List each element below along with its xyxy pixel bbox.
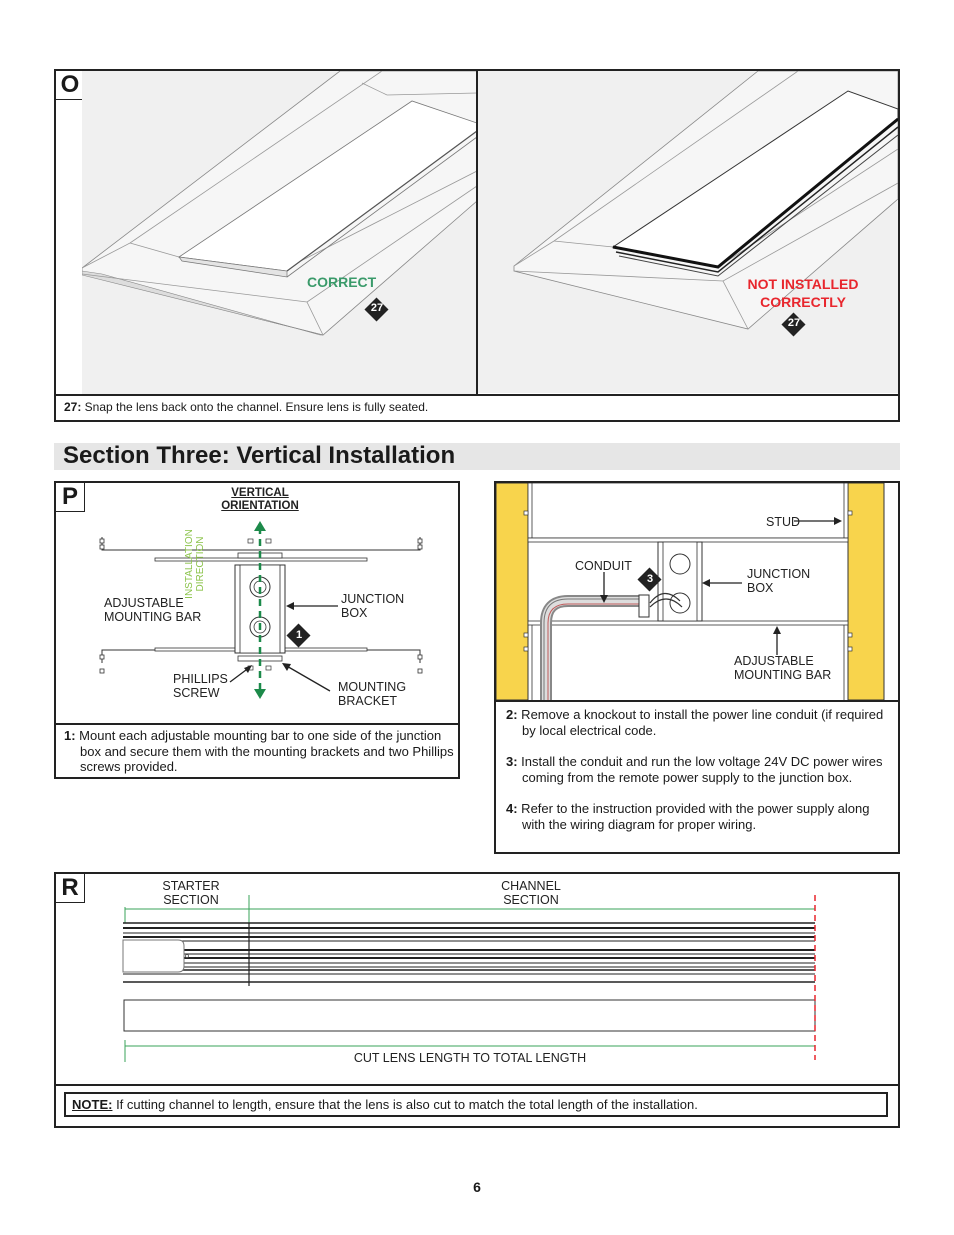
conduit-label: CONDUIT [575, 559, 632, 573]
step-text: Mount each adjustable mounting bar to on… [75, 728, 454, 774]
channel-section-line2: SECTION [503, 893, 559, 907]
step-marker-diamond-icon: 1 [286, 623, 311, 648]
phillips-screw-line2: SCREW [173, 686, 220, 700]
panel-o-incorrect-illustration [478, 71, 898, 393]
panel-r: R [54, 872, 900, 1128]
adjustable-mounting-bar-line1: ADJUSTABLE [104, 596, 184, 610]
q-junction-box-line2: BOX [747, 581, 774, 595]
panel-p-diagram [99, 521, 423, 699]
section-title-bar [54, 443, 900, 470]
cut-lens-label: CUT LENS LENGTH TO TOTAL LENGTH [353, 1051, 587, 1065]
panel-q-steps: 2: Remove a knockout to install the powe… [506, 707, 888, 832]
note-box: NOTE: If cutting channel to length, ensu… [64, 1092, 888, 1117]
step-marker-label: 27 [370, 302, 384, 314]
step-marker-diamond-icon: 3 [637, 567, 662, 592]
not-installed-label: NOT INSTALLED CORRECTLY [736, 275, 870, 311]
channel-section-line1: CHANNEL [501, 879, 561, 893]
adjustable-mounting-bar-line2: MOUNTING BAR [104, 610, 202, 624]
phillips-screw-line1: PHILLIPS [173, 672, 228, 686]
starter-section-line2: SECTION [163, 893, 219, 907]
panel-o-caption-rule [54, 394, 900, 396]
installation-direction-line1: INSTALLATION [184, 529, 195, 599]
step-marker-label: 1 [295, 629, 303, 641]
not-installed-line1: NOT INSTALLED [747, 276, 859, 292]
q-adjustable-mounting-bar-line2: MOUNTING BAR [734, 668, 832, 682]
adjustable-mounting-bar-label: ADJUSTABLE MOUNTING BAR [104, 596, 201, 624]
vertical-orientation-line1: VERTICAL [231, 487, 289, 499]
panel-o-correct-illustration [82, 71, 477, 395]
section-title: Section Three: Vertical Installation [63, 442, 456, 469]
step-marker-label: 27 [787, 317, 801, 329]
note-label: NOTE: [72, 1097, 113, 1112]
note-text: If cutting channel to length, ensure tha… [112, 1097, 698, 1112]
q-step-3: 3: Install the conduit and run the low v… [506, 754, 888, 785]
panel-r-caption-rule [54, 1084, 900, 1086]
q-step-2-number: 2: [506, 707, 518, 722]
step-marker-diamond-icon: 27 [781, 312, 806, 337]
q-step-3-number: 3: [506, 754, 518, 769]
junction-box-label: JUNCTION BOX [341, 592, 404, 620]
mounting-bracket-line2: BRACKET [338, 694, 398, 708]
step-marker-label: 3 [646, 573, 654, 585]
panel-p-caption-rule [54, 723, 460, 725]
q-step-4: 4: Refer to the instruction provided wit… [506, 801, 888, 832]
step-number: 1: [64, 728, 76, 743]
q-step-2-text: Remove a knockout to install the power l… [517, 707, 884, 738]
caption-step-number: 27: [64, 400, 82, 414]
panel-p: P [54, 481, 460, 779]
panel-r-diagram [122, 895, 816, 1062]
vertical-orientation-line2: ORIENTATION [221, 500, 299, 512]
q-junction-box-label: JUNCTION BOX [747, 567, 810, 595]
panel-o-caption: 27: Snap the lens back onto the channel.… [64, 400, 428, 414]
q-adjustable-mounting-bar-label: ADJUSTABLE MOUNTING BAR [734, 654, 831, 682]
panel-p-badge: P [56, 483, 85, 512]
panel-o-badge: O [56, 71, 85, 100]
vertical-orientation-label: VERTICAL ORIENTATION [212, 487, 308, 513]
panel-p-step: 1: Mount each adjustable mounting bar to… [64, 728, 465, 775]
q-step-3-text: Install the conduit and run the low volt… [517, 754, 883, 785]
mounting-bracket-label: MOUNTING BRACKET [338, 680, 406, 708]
step-marker-diamond-icon: 27 [364, 297, 389, 322]
q-step-4-number: 4: [506, 801, 518, 816]
q-adjustable-mounting-bar-line1: ADJUSTABLE [734, 654, 814, 668]
q-junction-box-line1: JUNCTION [747, 567, 811, 581]
junction-box-line2: BOX [341, 606, 368, 620]
panel-r-badge: R [56, 874, 85, 903]
page-number: 6 [473, 1179, 481, 1195]
starter-section-label: STARTER SECTION [146, 879, 236, 907]
panel-q-caption-rule [494, 700, 900, 702]
installation-direction-label: INSTALLATION DIRECTION [184, 524, 206, 604]
panel-o-divider [476, 69, 478, 395]
phillips-screw-label: PHILLIPS SCREW [173, 672, 228, 700]
caption-text: Snap the lens back onto the channel. Ens… [81, 400, 429, 414]
stud-label: STUD [766, 515, 801, 529]
q-step-4-text: Refer to the instruction provided with t… [517, 801, 870, 832]
not-installed-line2: CORRECTLY [760, 294, 846, 310]
mounting-bracket-line1: MOUNTING [338, 680, 407, 694]
junction-box-line1: JUNCTION [341, 592, 405, 606]
installation-direction-line2: DIRECTION [194, 536, 206, 592]
panel-q-diagram [496, 483, 885, 700]
correct-label: CORRECT [307, 274, 377, 290]
q-step-2: 2: Remove a knockout to install the powe… [506, 707, 888, 738]
starter-section-line1: STARTER [162, 879, 220, 893]
channel-section-label: CHANNEL SECTION [486, 879, 576, 907]
